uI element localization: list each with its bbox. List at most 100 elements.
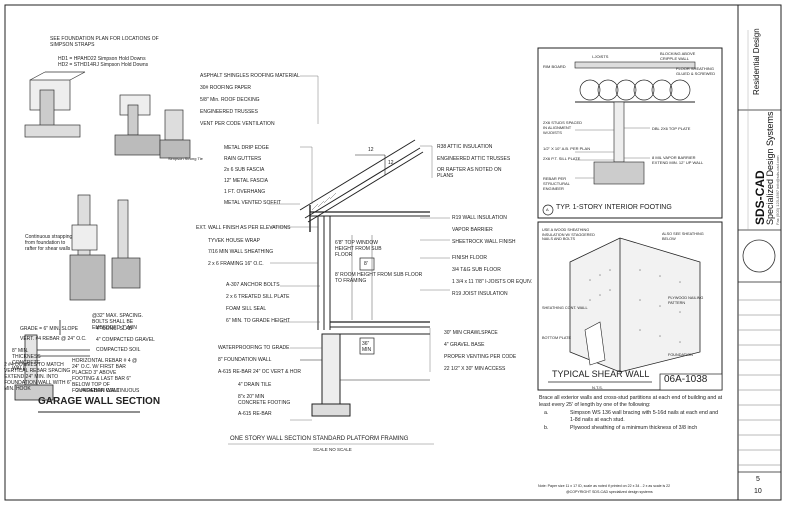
holddown-line-1: HD1 = HPAHD22 Simpson Hold Downs — [58, 56, 146, 62]
footing-detail-label: DBL 2X6 TOP PLATE — [652, 126, 691, 131]
footing-detail-label: I-JOISTS — [592, 54, 609, 59]
attic-label: OR RAFTER AS NOTED ON PLANS — [437, 167, 502, 179]
sill-label: FOAM SILL SEAL — [226, 306, 267, 312]
roof-label: ASPHALT SHINGLES ROOFING MATERIAL — [200, 73, 300, 79]
footing-label: WATERPROOFING TO GRADE — [218, 345, 290, 351]
shear-wall-drawing — [537, 221, 723, 391]
eave-label: METAL DRIP EDGE — [224, 145, 269, 151]
garage-label: HORIZONTAL REBAR # 4 @ 24" O.C. W/ FIRST… — [72, 358, 138, 394]
eave-label: METAL VENTED SOFFIT — [224, 200, 281, 206]
wall-label: TYVEK HOUSE WRAP — [208, 238, 260, 244]
eave-label: 2x 6 SUB FASCIA — [224, 167, 265, 173]
shear-detail-label: FOUNDATION — [668, 353, 693, 357]
wall-right-label: VAPOR BARRIER — [452, 227, 493, 233]
footing-detail-label: 2X6 P.T. SILL PLATE — [543, 156, 581, 161]
window-height-label: 6'8" TOP WINDOW HEIGHT FROM SUB FLOOR — [335, 240, 382, 258]
garage-label: GRADE = 6" MIN. SLOPE — [20, 326, 79, 332]
section-title: ONE STORY WALL SECTION STANDARD PLATFORM… — [230, 436, 409, 442]
company-top: Residential Design — [752, 28, 761, 95]
footing-label: 8" FOUNDATION WALL — [218, 357, 272, 363]
crawl-label: 4" GRAVEL BASE — [444, 342, 485, 348]
footing-detail-label: BLOCKING ABOVE CRIPPLE WALL — [660, 51, 696, 61]
shear-detail-scale: N.T.S. — [592, 385, 603, 390]
floor-label: 3/4 T&G SUB FLOOR — [452, 267, 501, 273]
footing-detail-label: 2X6 STUDS SPACED IN ALIGNMENT W/JOISTS — [543, 120, 583, 135]
footing-detail-number: A — [546, 207, 549, 212]
footing-detail-label: RIM BOARD — [543, 64, 566, 69]
footing-detail-label: 1/2" X 10" A.B. PER PLAN — [543, 146, 591, 151]
garage-label: 8" MIN. THICKNESS CONCRETE WALL — [12, 348, 41, 372]
floor-label: 1 3/4 x 11 7/8" I-JOISTS OR EQUIV. — [452, 279, 533, 285]
floor-label: R19 JOIST INSULATION — [452, 291, 508, 297]
holddown-sketches — [24, 71, 191, 301]
wall-label: EXT. WALL FINISH AS PER ELEVATIONS — [196, 225, 291, 231]
pitch-rise: 12 — [388, 160, 394, 166]
title-block-frame — [737, 4, 782, 501]
min-36-label: 36" MIN — [362, 341, 372, 353]
pitch-run: 12 — [368, 147, 374, 153]
floor-label: FINISH FLOOR — [452, 255, 488, 261]
crawl-label: PROPER VENTING PER CODE — [444, 354, 517, 360]
strong-tie-label: Simpson Strong Tie — [168, 156, 203, 161]
section-scale: SCALE NO SCALE — [313, 447, 352, 452]
roof-label: 30# ROOFING PAPER — [200, 85, 252, 91]
strap-note: Continuous strapping from foundation to … — [25, 234, 73, 252]
shear-detail-label: ALSO SEE SHEATHING BELOW — [662, 232, 704, 241]
eave-label: 1 FT. OVERHANG — [224, 189, 266, 195]
garage-label: @32" MAX. SPACING. BOLTS SHALL BE EMBEDD… — [92, 313, 143, 331]
wall-label: 2 x 6 FRAMING 16" O.C. — [208, 261, 264, 267]
eave-label: RAIN GUTTERS — [224, 156, 262, 162]
footer-note: Note: Paper size 11 x 17 ID, scale as no… — [538, 484, 671, 488]
footing-detail-label: FLOOR SHEATHING GLUED & SCREWED — [676, 66, 716, 76]
wall-right-label: SHEETROCK WALL FINISH — [452, 239, 516, 245]
garage-label: 4" COMPACTED GRAVEL — [96, 337, 155, 343]
box-8-label: 8' — [364, 261, 368, 267]
sheet-total: 10 — [754, 488, 762, 495]
logo-circle — [742, 239, 776, 273]
attic-label: ENGINEERED ATTIC TRUSSES — [437, 156, 511, 162]
brace-intro: Brace all exterior walls and cross-stud … — [539, 395, 723, 409]
wall-assembly — [300, 216, 430, 417]
footing-detail-label: REBAR PER STRUCTURAL ENGINEER — [543, 176, 570, 191]
holddown-line-2: HD2 = STHD14RJ Simpson Hold Downs — [58, 62, 149, 68]
brace-a-label: a. — [544, 410, 549, 416]
shear-detail-code: 06A-1038 — [664, 374, 708, 385]
brace-b-label: b. — [544, 425, 549, 431]
sill-label: A-307 ANCHOR BOLTS — [226, 282, 280, 288]
eave-label: 12" METAL FASCIA — [224, 178, 269, 184]
garage-label: 4" CONC. SLAB — [96, 326, 133, 332]
roof-label: 5/8" Min. ROOF DECKING — [200, 97, 260, 103]
sill-label: 2 x 6 TREATED SILL PLATE — [226, 294, 290, 300]
garage-label: 2 #4 DOWELS TO MATCH VERTICAL REBAR SPAC… — [4, 362, 72, 392]
crawl-label: 30" MIN CRAWLSPACE — [444, 330, 498, 336]
footing-label: A-615 RE-BAR 24" OC VERT & HOR — [218, 369, 302, 375]
wall-right-label: R19 WALL INSULATION — [452, 215, 507, 221]
crawl-label: 22 1/2" X 30" MIN ACCESS — [444, 366, 506, 372]
copyright: @COPYRIGHT SDS-CAD specialized design sy… — [566, 490, 653, 494]
footing-label: 8"x 20" MIN CONCRETE FOOTING — [238, 394, 291, 406]
footing-detail-drawing — [537, 47, 723, 219]
shear-detail-title: TYPICAL SHEAR WALL — [552, 369, 650, 379]
sill-label: 6" MIN. TO GRADE HEIGHT — [226, 318, 291, 324]
footing-detail-title: TYP. 1-STORY INTERIOR FOOTING — [556, 204, 672, 211]
garage-label: 2 #4 REBAR CONTINUOUS — [76, 388, 140, 394]
garage-title: GARAGE WALL SECTION — [38, 396, 161, 407]
room-height-label: 8' ROOM HEIGHT FROM SUB FLOOR TO FRAMING — [335, 272, 423, 284]
sheet-number: 5 — [756, 476, 760, 483]
shear-detail-label: BOTTOM PLATE — [542, 336, 571, 340]
roof-label: ENGINEERED TRUSSES — [200, 109, 258, 115]
footing-label: 4" DRAIN TILE — [238, 382, 272, 388]
roof-assembly — [299, 139, 430, 232]
garage-section-drawing — [14, 320, 90, 401]
company-sub: Specialized Design Systems — [765, 111, 775, 225]
shear-detail-label: USE A WOOD SHEATHING INSULATION W/ STAGG… — [542, 228, 595, 242]
garage-label: COMPACTED SOIL — [96, 347, 141, 353]
company-address: Fax (503) 123-4567 info@sds-cad.com — [775, 155, 780, 225]
roof-label: VENT PER CODE VENTILATION — [200, 121, 275, 127]
shear-detail-label: SHEATHING CONT. WALL — [542, 306, 588, 310]
footing-detail-label: 8 MIL VAPOR BARRIER EXTEND MIN. 12" UP W… — [652, 155, 704, 165]
shear-detail-label: PLYWOOD NAILING PATTERN — [668, 296, 704, 305]
garage-label: VERT. #4 REBAR @ 24" O.C. — [20, 336, 87, 342]
